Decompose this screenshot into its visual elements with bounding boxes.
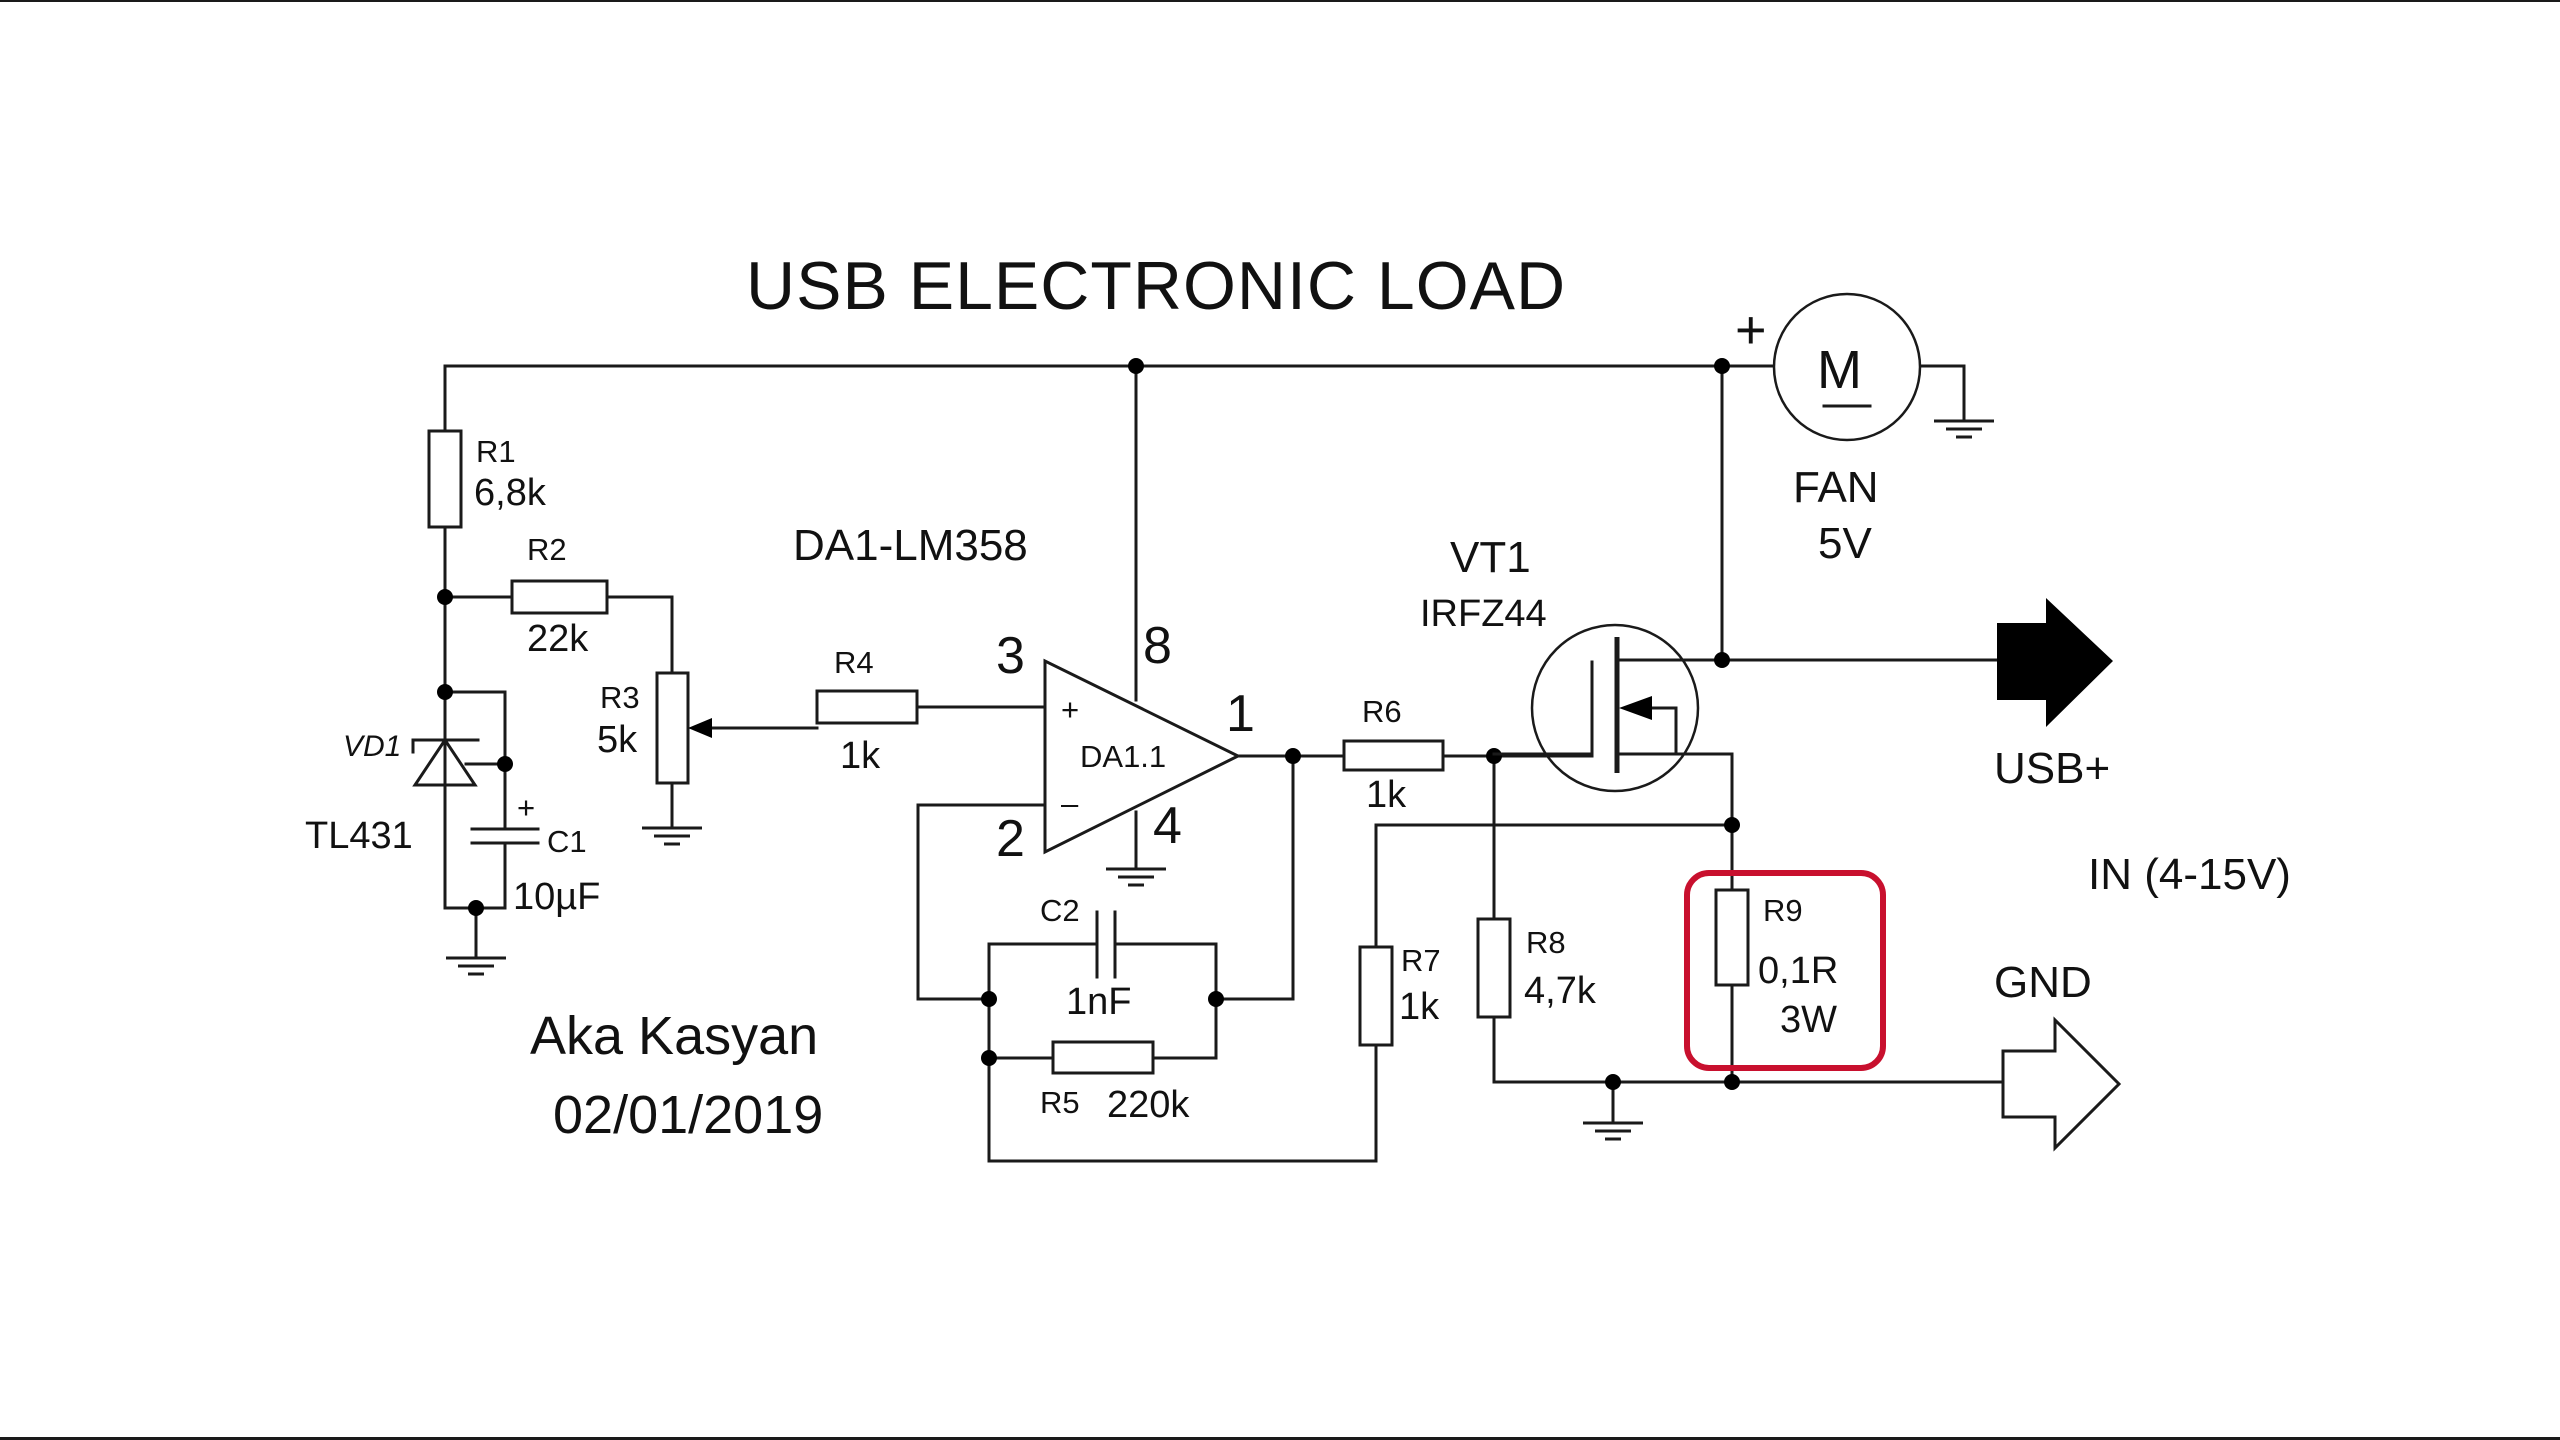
c2-value: 1nF bbox=[1066, 981, 1131, 1023]
r3-value: 5k bbox=[597, 719, 638, 761]
vt1-ref: VT1 bbox=[1450, 533, 1531, 582]
pin-3: 3 bbox=[996, 627, 1025, 685]
ground-icon bbox=[1581, 1121, 1645, 1141]
fan-label: FAN bbox=[1793, 463, 1879, 512]
junction-dot bbox=[1724, 1074, 1740, 1090]
r2-ref: R2 bbox=[527, 532, 567, 567]
fan-voltage: 5V bbox=[1818, 519, 1872, 568]
ground-icon bbox=[444, 956, 508, 976]
junction-dot bbox=[468, 900, 484, 916]
r1-value: 6,8k bbox=[474, 472, 547, 514]
opamp-plus: + bbox=[1061, 692, 1079, 727]
wiper-arrow-icon bbox=[688, 718, 712, 738]
junction-dot bbox=[1208, 991, 1224, 1007]
gnd-label: GND bbox=[1994, 958, 2092, 1007]
date-label: 02/01/2019 bbox=[553, 1085, 823, 1145]
pin-4: 4 bbox=[1153, 797, 1182, 855]
capacitor-c1 bbox=[470, 827, 540, 845]
junction-dot bbox=[1285, 748, 1301, 764]
schematic-title: USB ELECTRONIC LOAD bbox=[746, 248, 1566, 324]
input-range-label: IN (4-15V) bbox=[2088, 850, 2291, 899]
r4-value: 1k bbox=[840, 735, 881, 777]
junction-dot bbox=[1714, 652, 1730, 668]
fan-polarity: + bbox=[1735, 300, 1767, 360]
r5-ref: R5 bbox=[1040, 1085, 1080, 1120]
r7-value: 1k bbox=[1399, 986, 1440, 1028]
r4-ref: R4 bbox=[834, 645, 874, 680]
junction-dot bbox=[497, 756, 513, 772]
junction-dot bbox=[437, 684, 453, 700]
potentiometer-r3 bbox=[655, 671, 690, 785]
r9-ref: R9 bbox=[1763, 893, 1803, 928]
fan-motor-symbol: M bbox=[1817, 340, 1862, 400]
r6-ref: R6 bbox=[1362, 694, 1402, 729]
junction-dot bbox=[981, 991, 997, 1007]
mosfet-vt1 bbox=[1492, 623, 1702, 793]
fan-motor bbox=[1772, 292, 1922, 442]
junction-dot bbox=[1128, 358, 1144, 374]
c2-ref: C2 bbox=[1040, 893, 1080, 928]
r9-power: 3W bbox=[1780, 999, 1837, 1041]
vd1-ref: VD1 bbox=[343, 730, 401, 763]
r5-value: 220k bbox=[1107, 1084, 1190, 1126]
zener-tl431-vd1 bbox=[411, 737, 480, 787]
junction-dot bbox=[1486, 748, 1502, 764]
r8-value: 4,7k bbox=[1524, 970, 1597, 1012]
pin-1: 1 bbox=[1226, 685, 1255, 743]
r8-ref: R8 bbox=[1526, 925, 1566, 960]
resistor-r8 bbox=[1476, 917, 1512, 1019]
junction-dot bbox=[981, 1050, 997, 1066]
wires bbox=[443, 364, 2005, 1163]
pin-8: 8 bbox=[1143, 617, 1172, 675]
author-label: Aka Kasyan bbox=[530, 1006, 818, 1066]
junction-dot bbox=[437, 589, 453, 605]
opamp-minus: – bbox=[1061, 786, 1079, 821]
resistor-r7 bbox=[1358, 945, 1394, 1047]
opamp-package: DA1-LM358 bbox=[793, 521, 1028, 570]
pin-2: 2 bbox=[996, 810, 1025, 868]
resistor-r5 bbox=[1051, 1040, 1155, 1075]
capacitor-c2 bbox=[1095, 910, 1117, 979]
usb-plus-arrow-icon bbox=[1997, 598, 2113, 727]
c1-polarity: + bbox=[517, 790, 535, 825]
ground-icon bbox=[1932, 419, 1996, 439]
r7-ref: R7 bbox=[1401, 943, 1441, 978]
opamp-triangle bbox=[1043, 658, 1242, 855]
ground-icon bbox=[640, 826, 704, 846]
highlight-box-r9 bbox=[1684, 870, 1886, 1071]
wire-top-rail bbox=[443, 364, 1784, 433]
gnd-arrow-icon bbox=[2001, 1016, 2122, 1152]
resistor-r2 bbox=[510, 579, 609, 615]
r3-ref: R3 bbox=[600, 680, 640, 715]
r1-ref: R1 bbox=[476, 434, 516, 469]
vt1-part: IRFZ44 bbox=[1420, 593, 1547, 635]
r9-value: 0,1R bbox=[1758, 950, 1838, 992]
c1-value: 10µF bbox=[513, 876, 600, 918]
r6-value: 1k bbox=[1366, 774, 1407, 816]
ground-icon bbox=[1104, 867, 1168, 887]
resistor-r6 bbox=[1342, 739, 1445, 772]
c1-ref: C1 bbox=[547, 824, 587, 859]
junction-dot bbox=[1714, 358, 1730, 374]
r2-value: 22k bbox=[527, 618, 589, 660]
junctions bbox=[437, 358, 1740, 1090]
resistor-r4 bbox=[815, 689, 919, 725]
opamp-unit: DA1.1 bbox=[1080, 739, 1166, 774]
junction-dot bbox=[1605, 1074, 1621, 1090]
usb-plus-label: USB+ bbox=[1994, 744, 2110, 793]
junction-dot bbox=[1724, 817, 1740, 833]
resistor-r9 bbox=[1714, 888, 1750, 987]
vd1-part: TL431 bbox=[305, 815, 413, 857]
resistor-r1 bbox=[427, 429, 463, 529]
